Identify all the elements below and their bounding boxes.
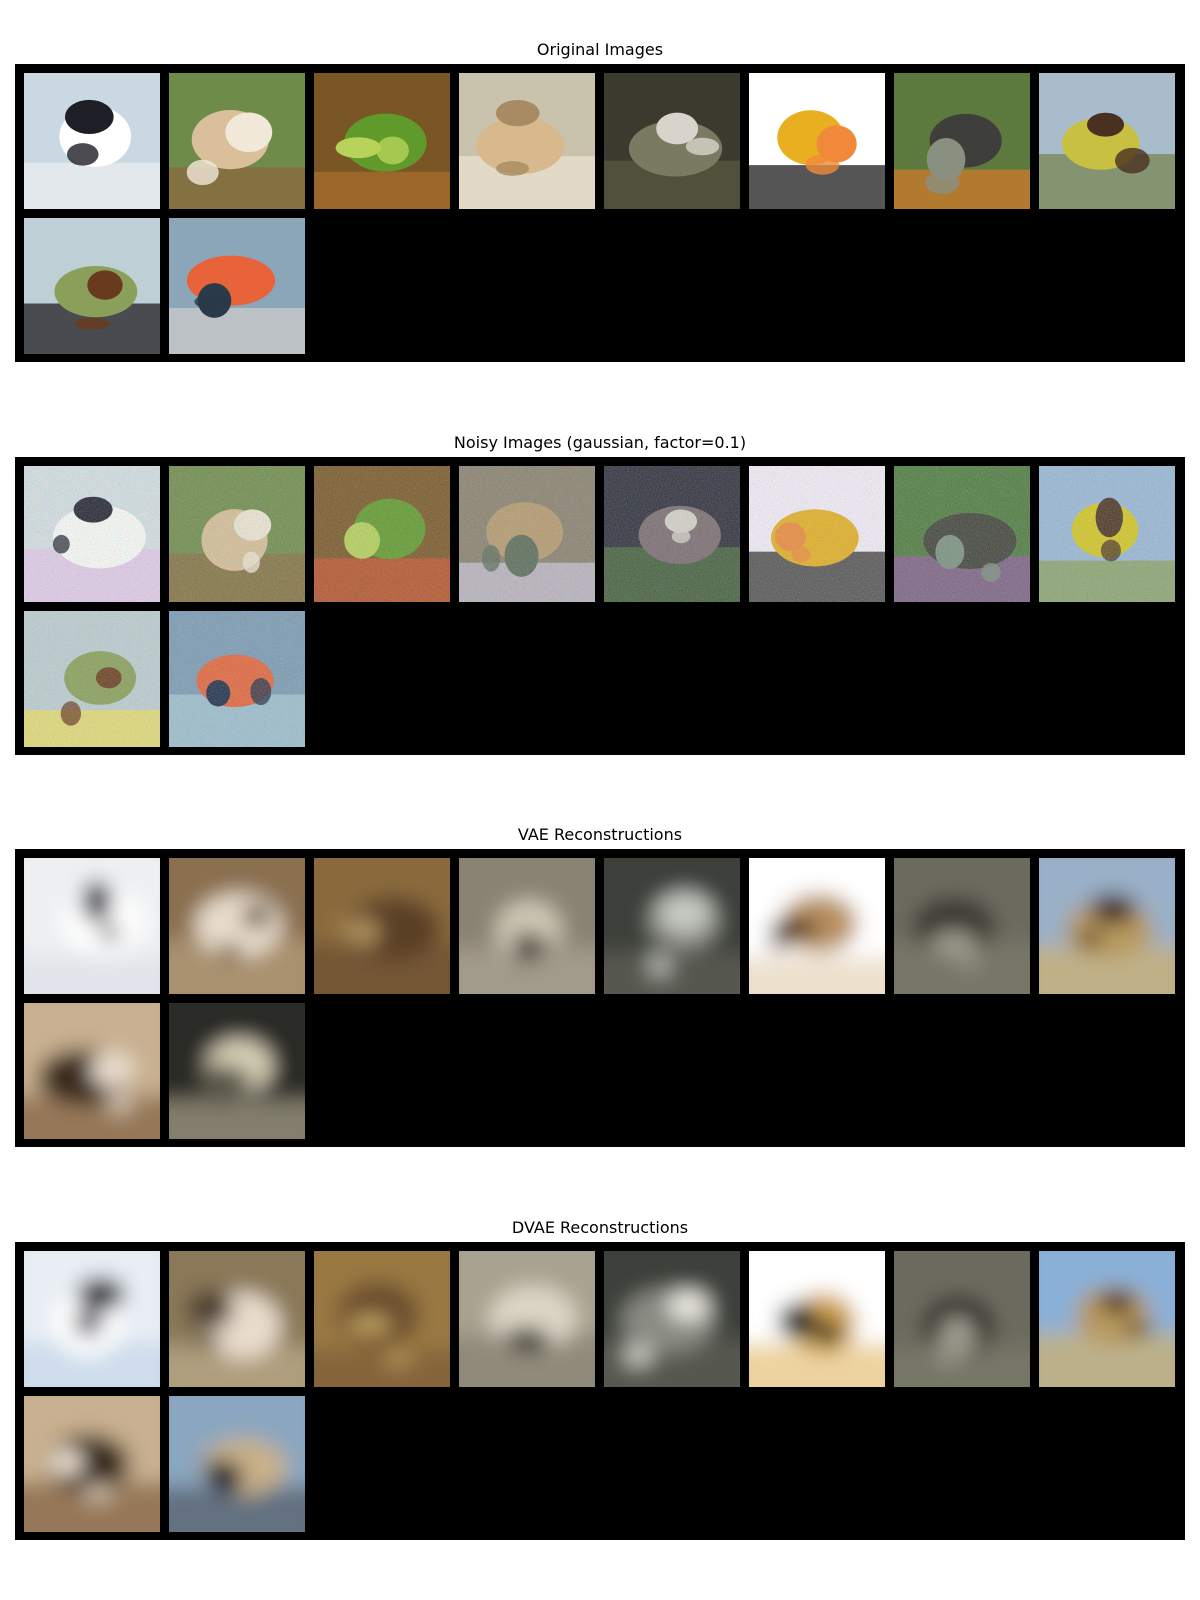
image-tile-cat	[459, 466, 595, 602]
image-tile-horse	[1039, 466, 1175, 602]
image-thumbnail	[894, 858, 1030, 994]
image-thumbnail	[894, 1251, 1030, 1387]
image-tile-dog	[169, 466, 305, 602]
image-tile-horse	[1039, 1251, 1175, 1387]
image-tile-frog	[314, 466, 450, 602]
image-tile-horse	[24, 1003, 160, 1139]
image-grid	[15, 849, 1185, 1147]
image-tile-dog	[24, 858, 160, 994]
image-tile-ship	[169, 611, 305, 747]
image-thumbnail	[314, 858, 450, 994]
image-tile-bird	[894, 1251, 1030, 1387]
panel-title: Original Images	[536, 40, 664, 59]
image-tile-cat	[459, 73, 595, 209]
image-tile-ship	[169, 1396, 305, 1532]
image-thumbnail	[169, 218, 305, 354]
image-thumbnail	[24, 466, 160, 602]
image-grid	[15, 457, 1185, 755]
image-tile-horse	[1039, 73, 1175, 209]
image-tile-horse	[24, 1396, 160, 1532]
image-tile-dog	[169, 858, 305, 994]
image-thumbnail	[169, 611, 305, 747]
image-thumbnail	[459, 466, 595, 602]
image-thumbnail	[314, 1251, 450, 1387]
image-tile-horse	[24, 611, 160, 747]
image-tile-deer	[604, 466, 740, 602]
image-thumbnail	[1039, 466, 1175, 602]
image-thumbnail	[459, 1251, 595, 1387]
image-tile-deer	[604, 858, 740, 994]
image-thumbnail	[749, 858, 885, 994]
image-tile-truck	[749, 858, 885, 994]
image-thumbnail	[459, 858, 595, 994]
image-thumbnail	[169, 73, 305, 209]
image-tile-deer	[604, 73, 740, 209]
image-tile-bird	[894, 73, 1030, 209]
image-tile-dog	[169, 73, 305, 209]
panel-title: Noisy Images (gaussian, factor=0.1)	[453, 433, 747, 452]
image-thumbnail	[894, 466, 1030, 602]
image-grid	[15, 64, 1185, 362]
image-thumbnail	[749, 1251, 885, 1387]
image-tile-truck	[749, 73, 885, 209]
image-thumbnail	[24, 1251, 160, 1387]
image-tile-horse	[24, 218, 160, 354]
image-tile-truck	[749, 1251, 885, 1387]
image-tile-ship	[169, 1003, 305, 1139]
image-tile-dog	[169, 1251, 305, 1387]
image-thumbnail	[169, 1251, 305, 1387]
image-tile-frog	[314, 858, 450, 994]
image-thumbnail	[24, 611, 160, 747]
image-thumbnail	[604, 1251, 740, 1387]
image-tile-truck	[749, 466, 885, 602]
image-thumbnail	[24, 1396, 160, 1532]
image-thumbnail	[1039, 1251, 1175, 1387]
image-thumbnail	[314, 466, 450, 602]
image-thumbnail	[169, 1396, 305, 1532]
image-tile-frog	[314, 73, 450, 209]
panel-original-images: Original Images	[15, 38, 1185, 362]
image-thumbnail	[24, 858, 160, 994]
panel-vae-reconstructions: VAE Reconstructions	[15, 823, 1185, 1147]
image-thumbnail	[1039, 858, 1175, 994]
image-thumbnail	[459, 73, 595, 209]
image-thumbnail	[1039, 73, 1175, 209]
image-tile-dog	[24, 466, 160, 602]
image-tile-bird	[894, 858, 1030, 994]
image-thumbnail	[604, 73, 740, 209]
panel-dvae-reconstructions: DVAE Reconstructions	[15, 1216, 1185, 1540]
image-tile-dog	[24, 1251, 160, 1387]
image-thumbnail	[894, 73, 1030, 209]
image-thumbnail	[24, 218, 160, 354]
image-thumbnail	[749, 73, 885, 209]
panel-noisy-images: Noisy Images (gaussian, factor=0.1)	[15, 431, 1185, 755]
panel-title: VAE Reconstructions	[517, 825, 683, 844]
image-grid	[15, 1242, 1185, 1540]
image-thumbnail	[24, 1003, 160, 1139]
image-thumbnail	[24, 73, 160, 209]
image-tile-horse	[1039, 858, 1175, 994]
image-thumbnail	[604, 466, 740, 602]
image-tile-ship	[169, 218, 305, 354]
image-tile-deer	[604, 1251, 740, 1387]
image-thumbnail	[169, 466, 305, 602]
image-thumbnail	[169, 858, 305, 994]
image-tile-cat	[459, 858, 595, 994]
image-thumbnail	[314, 73, 450, 209]
image-thumbnail	[749, 466, 885, 602]
image-tile-bird	[894, 466, 1030, 602]
image-tile-frog	[314, 1251, 450, 1387]
image-thumbnail	[169, 1003, 305, 1139]
image-tile-dog	[24, 73, 160, 209]
image-thumbnail	[604, 858, 740, 994]
image-tile-cat	[459, 1251, 595, 1387]
panel-title: DVAE Reconstructions	[511, 1218, 689, 1237]
